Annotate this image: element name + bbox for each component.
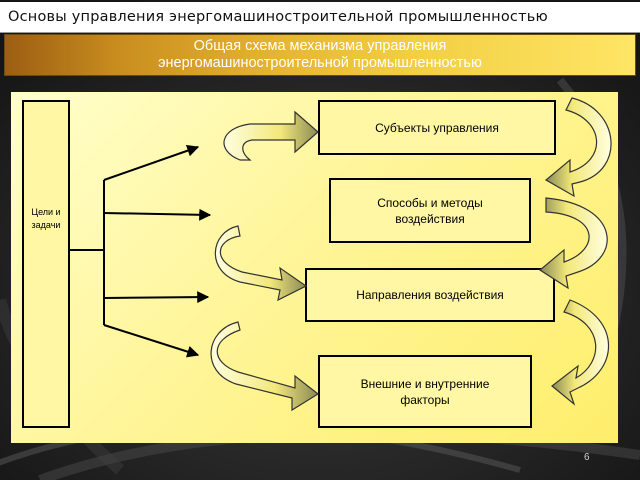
page-number: 6 <box>584 452 590 463</box>
methods-label-line-1: Способы и методы <box>377 195 483 210</box>
factors-label-line-1: Внешние и внутренние <box>360 376 490 391</box>
subjects-box: Субъекты управления <box>318 100 556 155</box>
slide-header-title: Основы управления энергомашиностроительн… <box>8 9 548 25</box>
slide-header: Основы управления энергомашиностроительн… <box>0 2 640 33</box>
methods-label-line-2: воздействия <box>395 211 465 226</box>
title-banner: Общая схема механизма управления энергом… <box>4 34 636 76</box>
factors-label-line-2: факторы <box>400 392 450 407</box>
goals-label: Цели и задачи <box>24 206 68 232</box>
banner-line-2: энергомашиностроительной промышленностью <box>158 55 482 71</box>
directions-box: Направления воздействия <box>305 268 555 322</box>
goals-label-line-2: задачи <box>31 220 61 230</box>
methods-box: Способы и методы воздействия <box>329 178 531 243</box>
subjects-label: Субъекты управления <box>375 120 499 135</box>
factors-box: Внешние и внутренние факторы <box>318 355 532 428</box>
goals-label-line-1: Цели и <box>31 207 61 217</box>
directions-label: Направления воздействия <box>356 288 504 302</box>
goals-box: Цели и задачи <box>22 100 70 428</box>
banner-line-1: Общая схема механизма управления <box>193 38 447 54</box>
